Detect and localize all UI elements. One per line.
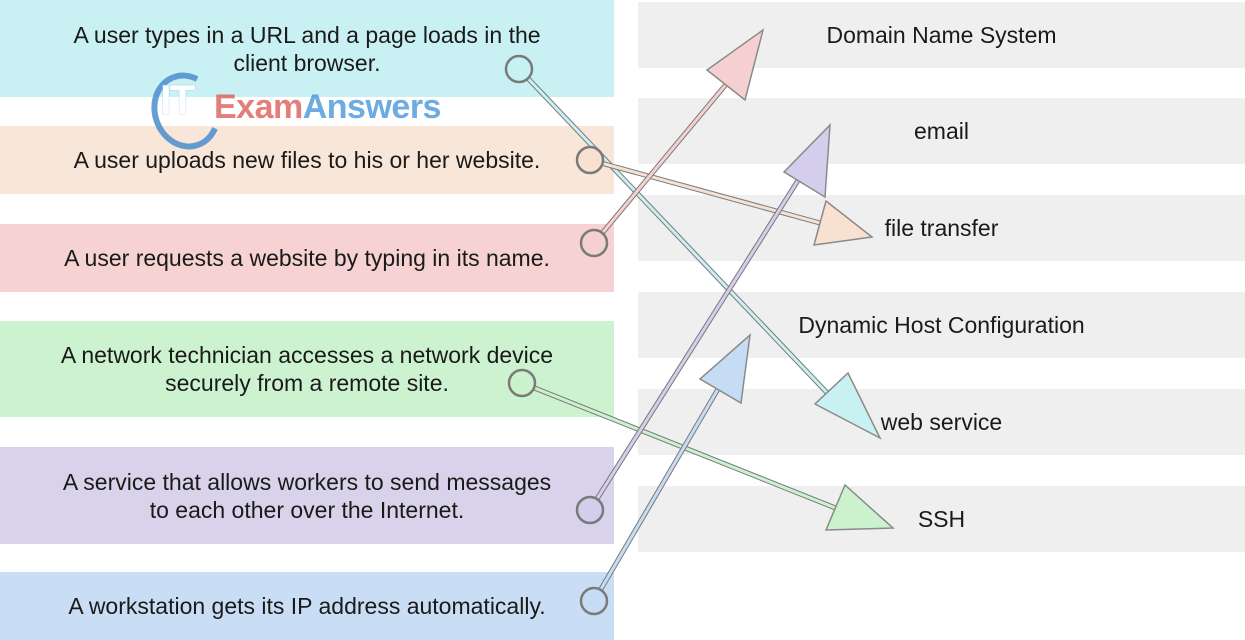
service-label-email: email (914, 118, 969, 144)
service-box-email[interactable]: email (638, 98, 1245, 164)
service-box-web[interactable]: web service (638, 389, 1245, 455)
scenario-box-5[interactable]: A service that allows workers to send me… (0, 447, 614, 544)
service-label-ssh: SSH (917, 506, 966, 532)
scenario-text-1: A user types in a URL and a page loads i… (73, 21, 541, 76)
scenario-text-2: A user uploads new files to his or her w… (73, 147, 541, 173)
scenario-text-5: A service that allows workers to send me… (62, 468, 552, 523)
service-box-ssh[interactable]: SSH (638, 486, 1245, 552)
scenario-text-4: A network technician accesses a network … (60, 342, 554, 396)
service-label-dhcp: Dynamic Host Configuration (798, 312, 1085, 338)
service-label-file-transfer: file transfer (884, 215, 999, 241)
logo-exam-text: Exam (214, 88, 303, 126)
itexamanswers-logo: IT ExamAnswers (140, 62, 460, 160)
scenario-box-6[interactable]: A workstation gets its IP address automa… (0, 572, 614, 640)
logo-answers-text: Answers (302, 88, 442, 126)
scenario-text-6: A workstation gets its IP address automa… (68, 593, 546, 619)
service-box-file-transfer[interactable]: file transfer (638, 195, 1245, 261)
scenario-box-2[interactable]: A user uploads new files to his or her w… (0, 126, 614, 194)
service-box-dns[interactable]: Domain Name System (638, 2, 1245, 68)
logo-it-text: IT (160, 76, 195, 123)
scenario-box-4[interactable]: A network technician accesses a network … (0, 321, 614, 417)
service-box-dhcp[interactable]: Dynamic Host Configuration (638, 292, 1245, 358)
logo-wordmark: ExamAnswers (214, 88, 441, 127)
service-label-dns: Domain Name System (826, 22, 1057, 48)
scenario-box-1[interactable]: A user types in a URL and a page loads i… (0, 0, 614, 97)
scenario-text-3: A user requests a website by typing in i… (64, 245, 550, 271)
service-label-web: web service (880, 409, 1003, 435)
scenario-box-3[interactable]: A user requests a website by typing in i… (0, 224, 614, 292)
